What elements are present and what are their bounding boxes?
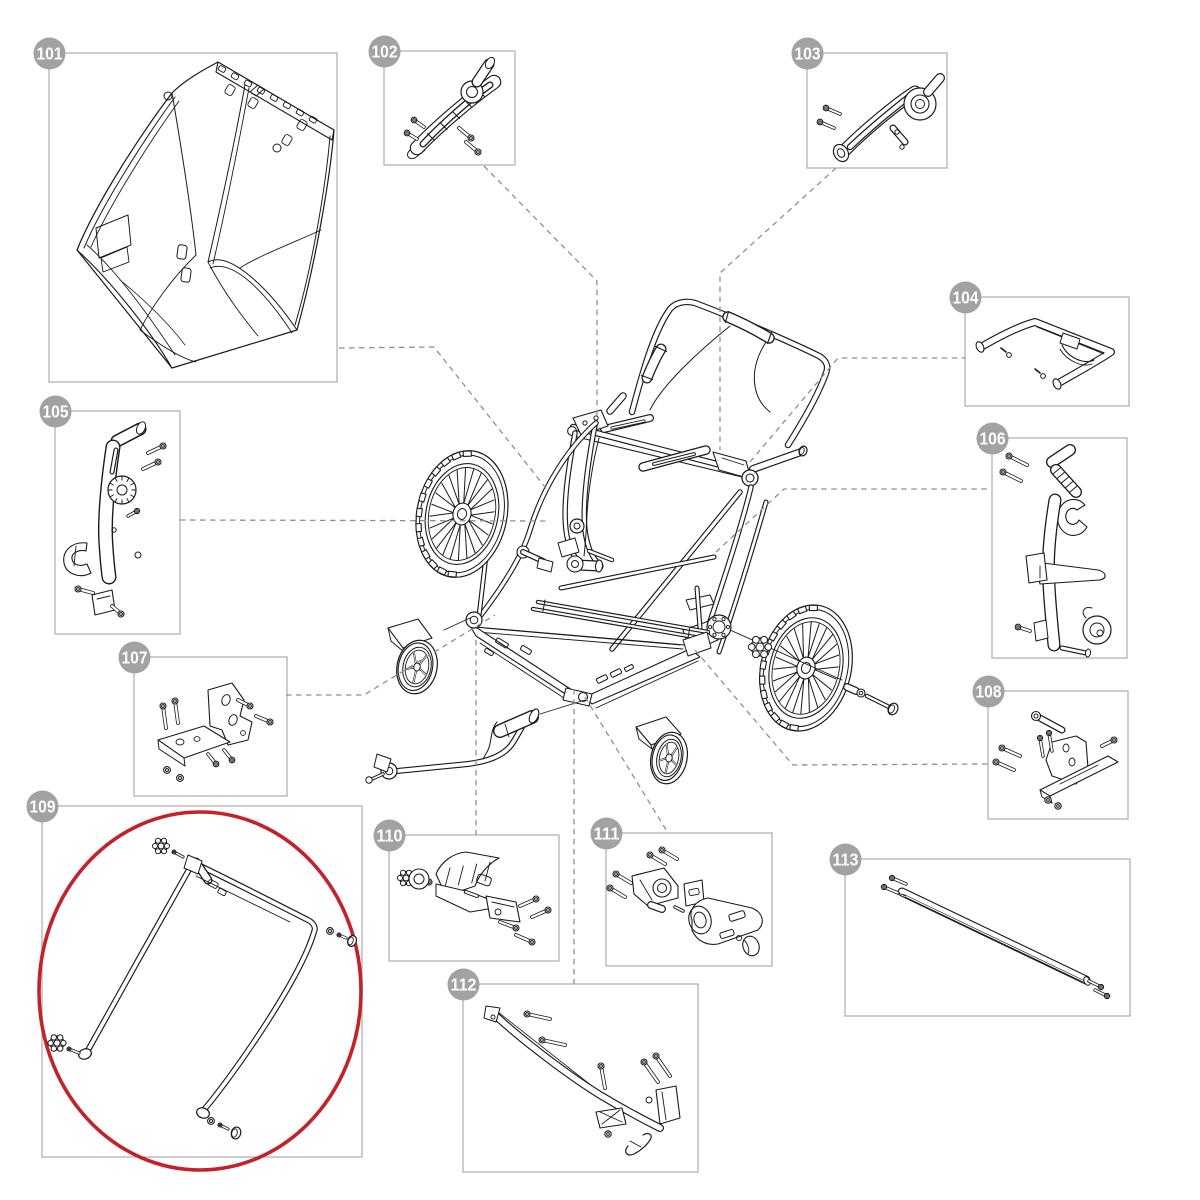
svg-text:102: 102	[372, 42, 398, 62]
svg-text:107: 107	[122, 648, 148, 668]
svg-text:106: 106	[980, 429, 1006, 449]
svg-text:101: 101	[37, 44, 63, 64]
svg-text:103: 103	[795, 44, 821, 64]
svg-text:108: 108	[976, 682, 1002, 702]
svg-text:111: 111	[594, 824, 620, 844]
svg-text:112: 112	[451, 975, 477, 995]
svg-text:105: 105	[43, 402, 69, 422]
svg-text:113: 113	[833, 850, 859, 870]
svg-text:109: 109	[30, 797, 56, 817]
svg-text:104: 104	[953, 288, 979, 308]
svg-text:110: 110	[377, 826, 403, 846]
